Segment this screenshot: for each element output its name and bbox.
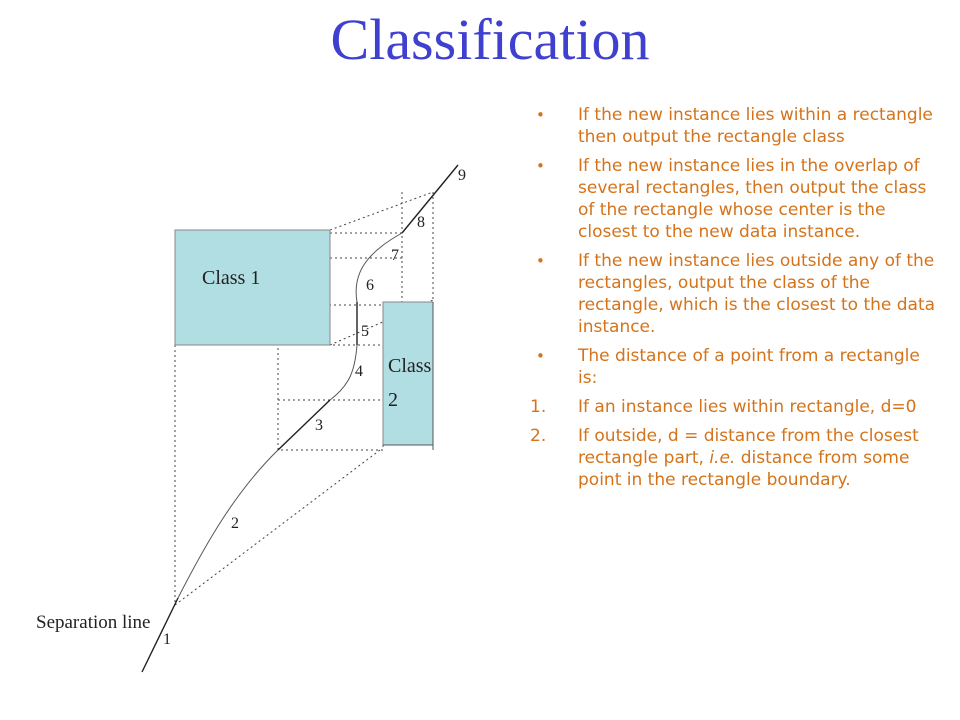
bullet-marker: • bbox=[536, 157, 545, 175]
dotted-line bbox=[174, 449, 381, 606]
list-item-text: If the new instance lies outside any of … bbox=[578, 251, 936, 337]
separation-segment bbox=[401, 164, 459, 234]
list-item-text-italic: i.e. bbox=[709, 448, 736, 468]
numbered-item: 2. If outside, d = distance from the clo… bbox=[530, 425, 940, 491]
separation-curve bbox=[177, 449, 279, 599]
segment-number: 3 bbox=[315, 417, 323, 434]
dotted-line bbox=[329, 191, 434, 231]
segment-number: 7 bbox=[391, 247, 399, 264]
list-item-text: The distance of a point from a rectangle… bbox=[578, 346, 920, 388]
bullet-marker: • bbox=[536, 106, 545, 124]
list-item-text: If an instance lies within rectangle, d=… bbox=[578, 397, 917, 417]
separation-segment bbox=[141, 597, 179, 673]
separation-line bbox=[141, 164, 459, 673]
separation-curve bbox=[355, 232, 403, 303]
separation-segment bbox=[277, 399, 331, 451]
numbered-item: 1. If an instance lies within rectangle,… bbox=[530, 396, 940, 418]
segment-number: 9 bbox=[458, 167, 466, 184]
segment-number: 4 bbox=[355, 363, 363, 380]
dotted-box bbox=[329, 232, 403, 306]
segment-number: 2 bbox=[231, 515, 239, 532]
bullet-marker: • bbox=[536, 347, 545, 365]
class2-rectangle bbox=[382, 301, 434, 446]
segment-number: 1 bbox=[163, 631, 171, 648]
separation-curve bbox=[329, 344, 358, 401]
list-item: • The distance of a point from a rectang… bbox=[530, 345, 940, 389]
class1-label: Class 1 bbox=[202, 267, 260, 289]
number-marker: 2. bbox=[530, 426, 547, 446]
bullet-marker: • bbox=[536, 252, 545, 270]
list-item-text-after: distance from some point in the rectangl… bbox=[578, 448, 910, 490]
list-item: • If the new instance lies within a rect… bbox=[530, 104, 940, 148]
list-item: • If the new instance lies outside any o… bbox=[530, 250, 940, 338]
class2-label-line1: Class bbox=[388, 355, 432, 377]
class2-label-line2: 2 bbox=[388, 389, 398, 411]
dotted-line bbox=[329, 299, 434, 346]
class1-rectangle bbox=[174, 229, 331, 346]
list-item-text-before: If outside, d = distance from the closes… bbox=[578, 426, 919, 468]
segment-number: 8 bbox=[417, 214, 425, 231]
segment-number: 5 bbox=[361, 323, 369, 340]
number-marker: 1. bbox=[530, 397, 547, 417]
list-item: • If the new instance lies in the overla… bbox=[530, 155, 940, 243]
list-item-text: If the new instance lies in the overlap … bbox=[578, 156, 927, 242]
separation-line-label: Separation line bbox=[36, 612, 151, 633]
slide-title: Classification bbox=[330, 7, 650, 72]
list-item-text: If the new instance lies within a rectan… bbox=[578, 105, 933, 147]
rules-list: • If the new instance lies within a rect… bbox=[530, 104, 940, 498]
segment-number: 6 bbox=[366, 277, 374, 294]
